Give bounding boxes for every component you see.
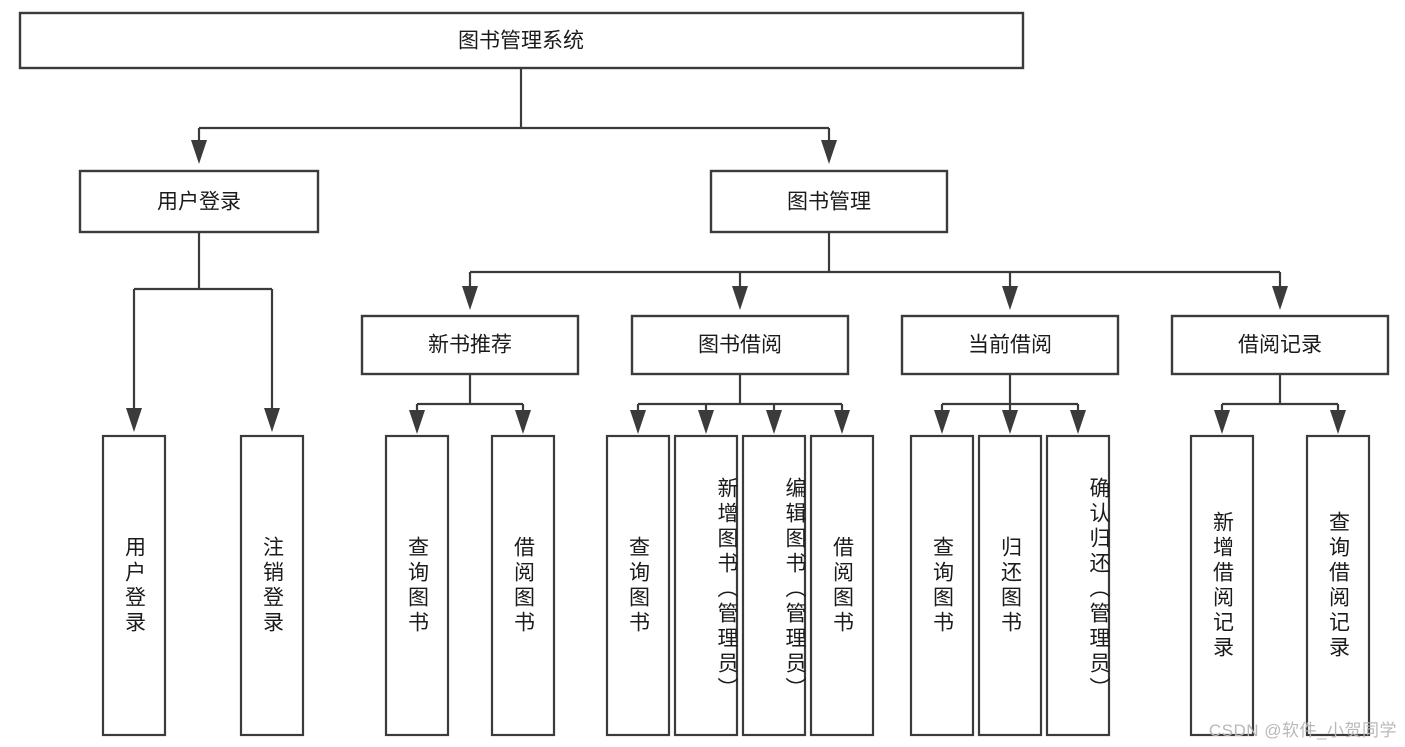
arrow-to-book-borrow: [732, 286, 748, 310]
arrow-to-leaf-query-book-2: [630, 410, 646, 434]
leaf-box-query-record[interactable]: [1305, 434, 1371, 737]
watermark-text: CSDN @软件_小贺同学: [1208, 721, 1397, 740]
book-borrow-label: 图书借阅: [698, 334, 782, 357]
user-login-label: 用户登录: [157, 191, 241, 214]
leaf-box-user-login[interactable]: [101, 434, 167, 737]
arrow-to-leaf-query-book-3: [934, 410, 950, 434]
node-current-borrow[interactable]: 当前借阅: [900, 314, 1120, 376]
node-book-manage[interactable]: 图书管理: [709, 169, 949, 234]
arrow-to-leaf-query-book-1: [409, 410, 425, 434]
borrow-record-box: [1170, 314, 1390, 376]
node-new-book-recommend[interactable]: 新书推荐: [360, 314, 580, 376]
arrow-to-leaf-add-book: [698, 410, 714, 434]
leaf-box-borrow-book-1[interactable]: [490, 434, 556, 737]
arrow-to-leaf-query-record: [1330, 410, 1346, 434]
book-manage-label: 图书管理: [787, 191, 871, 214]
arrow-to-current-borrow: [1002, 286, 1018, 310]
arrow-to-leaf-return-book: [1002, 410, 1018, 434]
leaf-box-add-record[interactable]: [1189, 434, 1255, 737]
arrow-to-leaf-confirm-return: [1070, 410, 1086, 434]
arrow-to-book-manage: [821, 140, 837, 164]
arrow-to-leaf-borrow-book-2: [834, 410, 850, 434]
leaf-box-borrow-book-2[interactable]: [809, 434, 875, 737]
book-borrow-box: [630, 314, 850, 376]
arrow-to-leaf-borrow-book-1: [515, 410, 531, 434]
arrow-to-leaf-user-logout: [264, 408, 280, 432]
root-box: [18, 11, 1025, 70]
leaf-box-edit-book[interactable]: [741, 434, 807, 737]
leaf-box-confirm-return[interactable]: [1045, 434, 1111, 737]
new-book-recommend-label: 新书推荐: [428, 334, 512, 357]
arrow-to-leaf-user-login: [126, 408, 142, 432]
arrow-to-new-book-recommend: [462, 286, 478, 310]
node-user-login[interactable]: 用户登录: [78, 169, 320, 234]
leaf-box-add-book[interactable]: [673, 434, 739, 737]
current-borrow-box: [900, 314, 1120, 376]
leaf-box-query-book-2[interactable]: [605, 434, 671, 737]
arrow-to-leaf-add-record: [1214, 410, 1230, 434]
borrow-record-label: 借阅记录: [1238, 334, 1322, 357]
arrow-to-user-login: [191, 140, 207, 164]
leaf-box-user-logout[interactable]: [239, 434, 305, 737]
leaf-box-return-book[interactable]: [977, 434, 1043, 737]
arrow-to-leaf-edit-book: [766, 410, 782, 434]
root-label: 图书管理系统: [458, 30, 584, 53]
leaf-box-query-book-3[interactable]: [909, 434, 975, 737]
arrow-to-borrow-record: [1272, 286, 1288, 310]
new-book-recommend-box: [360, 314, 580, 376]
current-borrow-label: 当前借阅: [968, 334, 1052, 357]
node-borrow-record[interactable]: 借阅记录: [1170, 314, 1390, 376]
node-book-borrow[interactable]: 图书借阅: [630, 314, 850, 376]
node-root[interactable]: 图书管理系统: [18, 11, 1025, 70]
book-manage-box: [709, 169, 949, 234]
leaf-box-query-book-1[interactable]: [384, 434, 450, 737]
